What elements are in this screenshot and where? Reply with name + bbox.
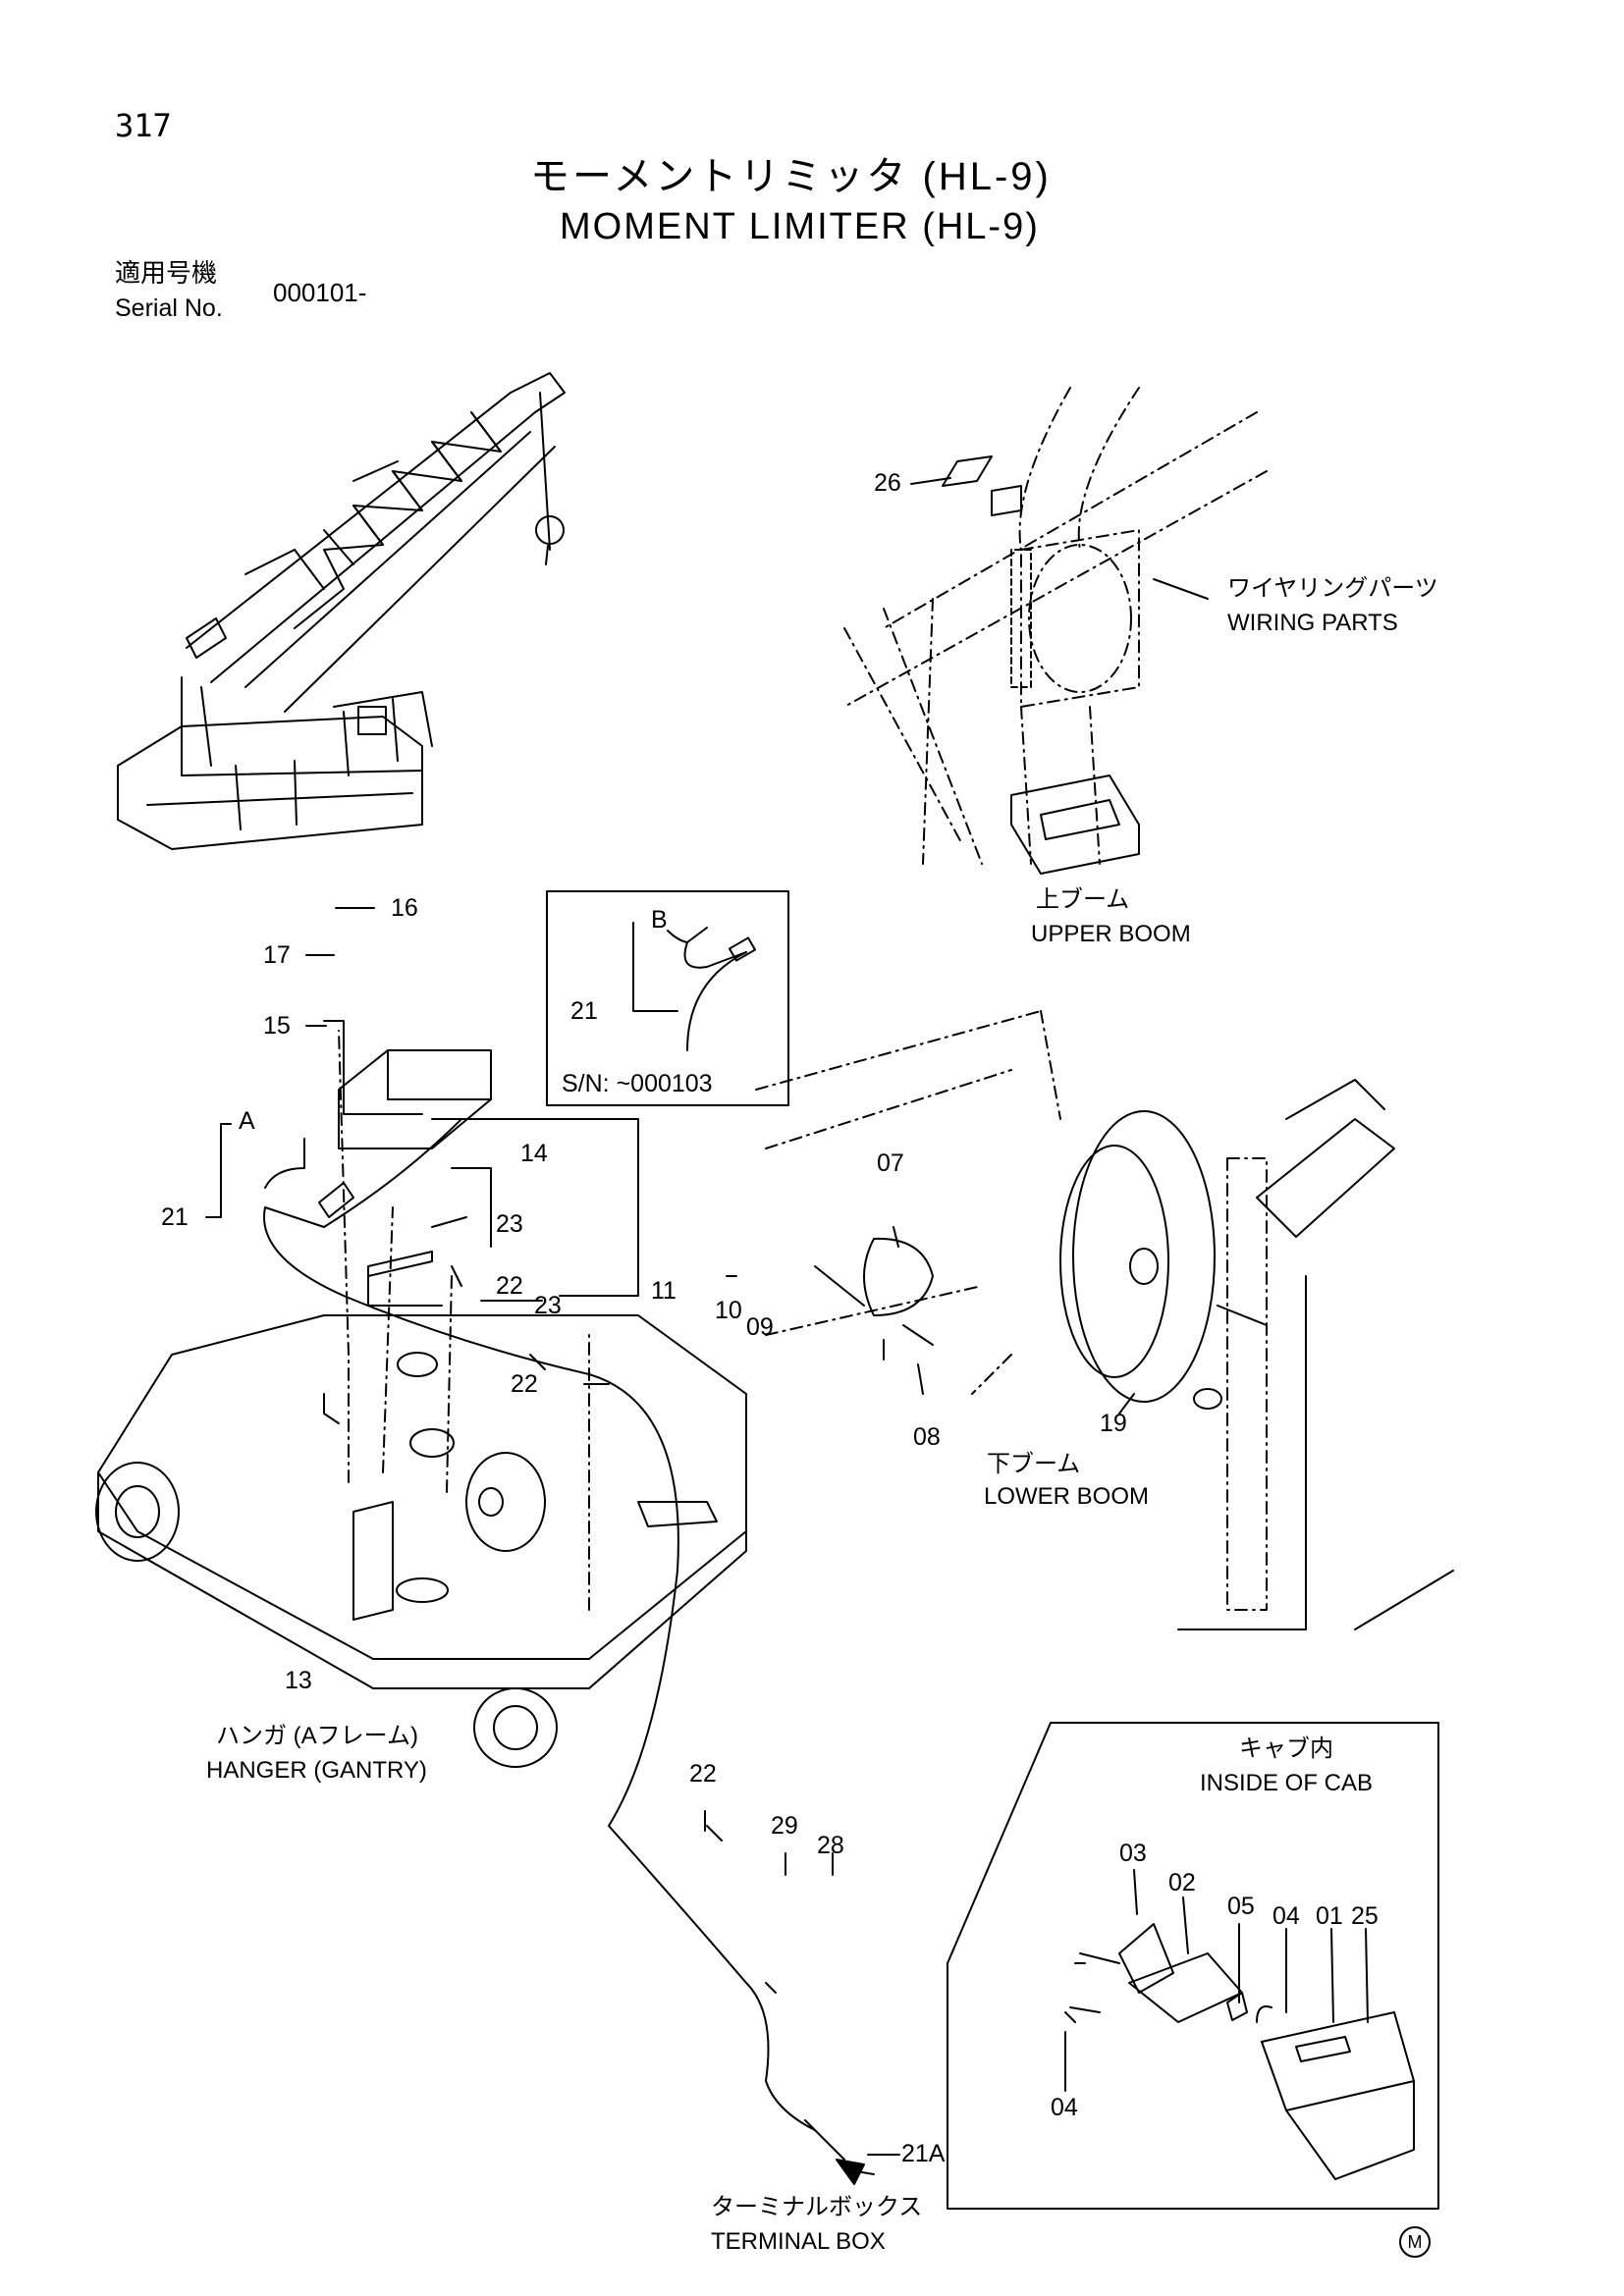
caption-cab-en: INSIDE OF CAB xyxy=(1200,1770,1374,1796)
callout-21A: 21A xyxy=(901,2140,946,2167)
callout-25: 25 xyxy=(1351,1902,1379,1930)
callout-B: B xyxy=(651,906,668,934)
callout-15: 15 xyxy=(263,1012,291,1040)
early-serial-inset xyxy=(546,890,789,1106)
caption-terminal-box-en: TERMINAL BOX xyxy=(711,2228,886,2255)
callout-17: 17 xyxy=(263,941,291,969)
callout-22b: 22 xyxy=(511,1370,538,1398)
callout-23b: 23 xyxy=(534,1292,562,1319)
page-number: 317 xyxy=(115,107,172,144)
leader-lines xyxy=(205,907,1369,2175)
callout-02: 02 xyxy=(1168,1869,1196,1896)
caption-lower-boom-jp: 下ブーム xyxy=(987,1451,1081,1477)
callout-A: A xyxy=(239,1107,255,1135)
serial-label-en: Serial No. xyxy=(115,294,223,322)
callout-01: 01 xyxy=(1316,1902,1343,1930)
callout-29: 29 xyxy=(771,1812,798,1840)
caption-cab-jp: キャブ内 xyxy=(1239,1735,1333,1762)
inset-serial-range: S/N: ~000103 xyxy=(562,1070,713,1097)
hanger-gantry-drawing xyxy=(95,1020,865,2185)
callout-10: 10 xyxy=(715,1297,742,1324)
callout-21: 21 xyxy=(161,1203,189,1231)
page-title-en: MOMENT LIMITER (HL-9) xyxy=(560,206,1040,247)
callout-14: 14 xyxy=(520,1140,548,1167)
callout-13: 13 xyxy=(285,1667,312,1694)
callout-21-inset: 21 xyxy=(570,997,598,1025)
caption-lower-boom-en: LOWER BOOM xyxy=(984,1483,1150,1510)
callout-16: 16 xyxy=(391,894,418,922)
caption-upper-boom-jp: 上ブーム xyxy=(1036,886,1130,913)
caption-upper-boom-en: UPPER BOOM xyxy=(1031,921,1191,947)
callout-28: 28 xyxy=(817,1832,844,1859)
callout-11: 11 xyxy=(651,1277,677,1305)
callout-04a: 04 xyxy=(1272,1902,1300,1930)
page-title-jp: モーメントリミッタ (HL-9) xyxy=(530,155,1052,198)
manufacturer-mark: M xyxy=(1399,2226,1431,2258)
callout-22a: 22 xyxy=(496,1272,523,1300)
callout-22c: 22 xyxy=(689,1760,717,1788)
crane-overview-drawing xyxy=(117,372,566,850)
callout-04b: 04 xyxy=(1051,2094,1078,2121)
callout-09: 09 xyxy=(746,1313,774,1341)
callout-03: 03 xyxy=(1119,1840,1147,1867)
lower-boom-drawing xyxy=(755,1010,1454,1630)
callout-08: 08 xyxy=(913,1423,941,1451)
caption-hanger-en: HANGER (GANTRY) xyxy=(206,1757,427,1784)
upper-boom-drawing xyxy=(843,387,1268,875)
callout-07: 07 xyxy=(877,1149,904,1177)
callout-05: 05 xyxy=(1227,1893,1255,1920)
caption-wiring-jp: ワイヤリングパーツ xyxy=(1227,575,1438,602)
caption-terminal-box-jp: ターミナルボックス xyxy=(711,2194,923,2220)
cab-inset-drawing xyxy=(947,1722,1439,2210)
serial-value: 000101- xyxy=(273,278,367,307)
serial-label-jp: 適用号機 xyxy=(115,258,218,288)
callout-26: 26 xyxy=(874,469,901,497)
callout-19: 19 xyxy=(1100,1410,1127,1437)
callout-23a: 23 xyxy=(496,1210,523,1238)
caption-wiring-en: WIRING PARTS xyxy=(1227,610,1398,636)
caption-hanger-jp: ハンガ (Aフレーム) xyxy=(216,1723,418,1749)
